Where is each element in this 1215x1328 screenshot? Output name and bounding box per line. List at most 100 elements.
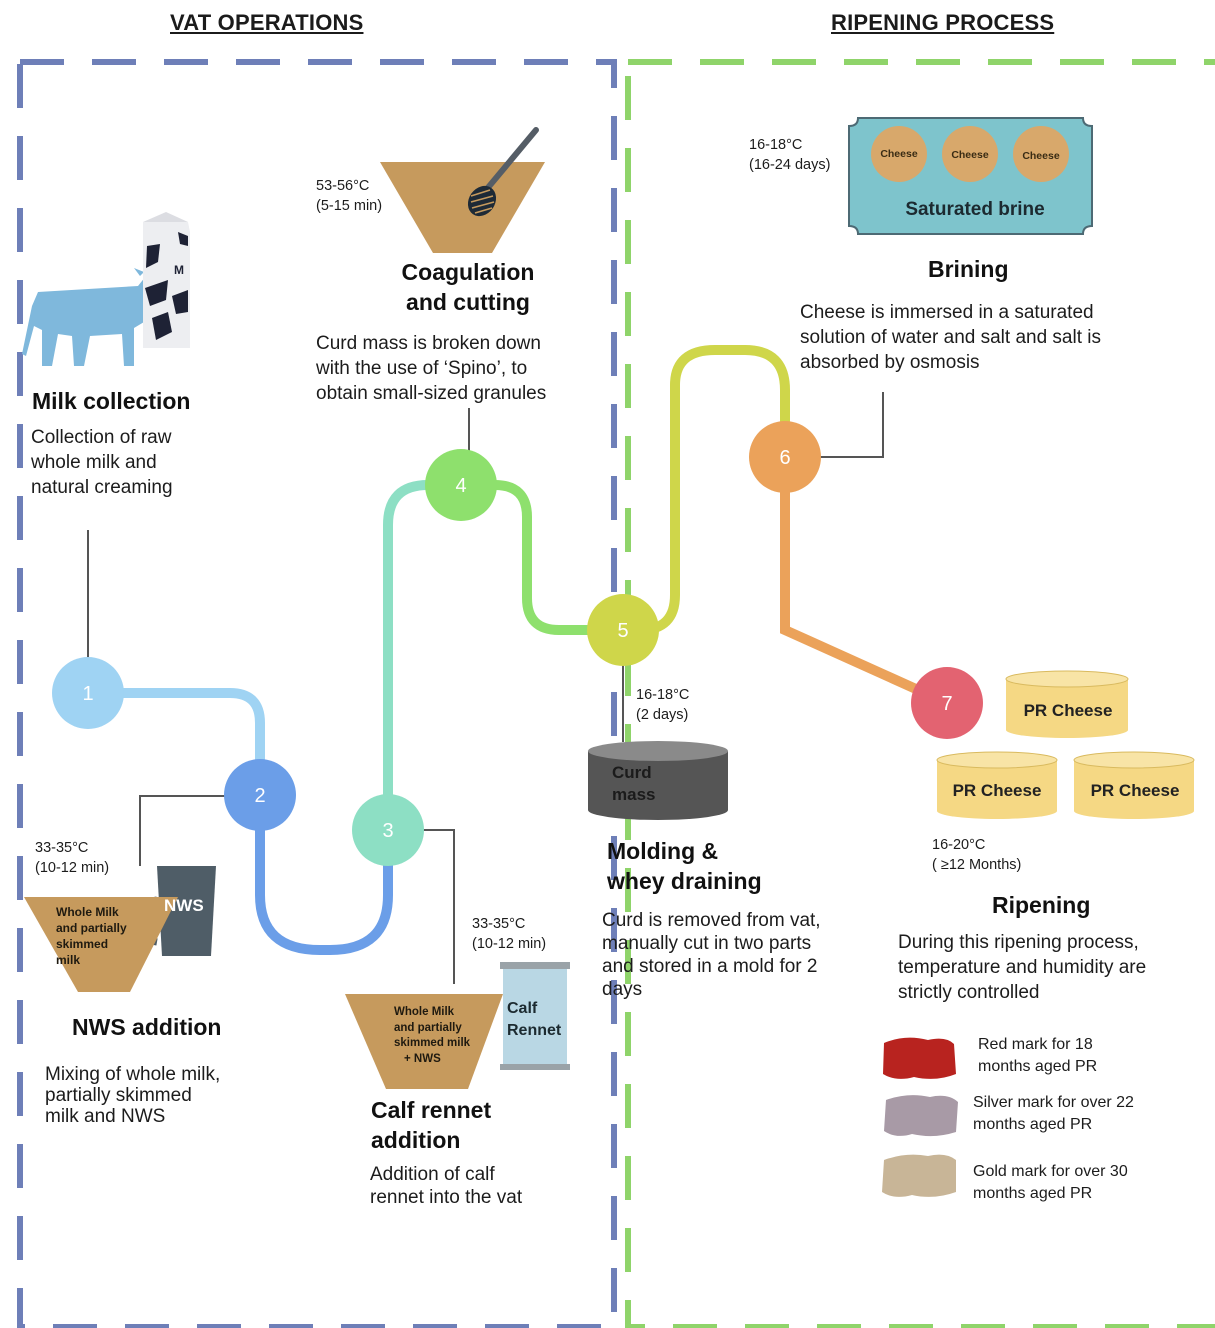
legend-gold-text-line: months aged PR xyxy=(973,1185,1093,1202)
ripening-process-border xyxy=(625,59,1215,1328)
step-3-duration: (10-12 min) xyxy=(472,936,547,952)
legend-red-text: Red mark for 18 months aged PR xyxy=(978,1034,1097,1078)
brine-cheese-3 xyxy=(1013,126,1069,182)
step-4-description: Curd mass is broken down with the use of… xyxy=(316,331,546,406)
step-6-description-line: Cheese is immersed in a saturated xyxy=(800,302,1094,323)
legend-silver-mark xyxy=(884,1095,958,1137)
curd-mass-label-line: Curd xyxy=(612,763,652,782)
step-4-duration: (5-15 min) xyxy=(316,198,383,214)
step-4-temperature: 53-56°C xyxy=(316,178,370,194)
step-4-circle xyxy=(425,449,497,521)
step-7-number: 7 xyxy=(941,693,952,715)
step-4-description-line: with the use of ‘Spino’, to xyxy=(316,358,528,379)
nws-vessel-label: Whole Milk and partially skimmed milk xyxy=(56,904,127,968)
flow-segment-1-2 xyxy=(83,688,265,800)
step-7-circle xyxy=(911,667,983,739)
brine-cheese-2-label: Cheese xyxy=(951,149,989,161)
milk-carton-icon: M xyxy=(143,212,190,348)
step-4-title-line: Coagulation xyxy=(401,259,535,285)
step-7-condition: 16-20°C ( ≥12 Months) xyxy=(932,835,1021,875)
pr-cheese-wheel-top xyxy=(1005,670,1129,738)
step-3-title-line: Calf rennet xyxy=(371,1097,492,1123)
legend-silver-text-line: Silver mark for over 22 xyxy=(973,1094,1134,1111)
brine-cheese-3-label: Cheese xyxy=(1022,150,1060,162)
connector-6 xyxy=(820,392,884,458)
step-6-title: Brining xyxy=(928,256,1009,282)
brine-cheese-2 xyxy=(942,126,998,182)
step-5-duration: (2 days) xyxy=(636,707,689,723)
curd-mass-label-line: mass xyxy=(612,785,656,804)
step-5-description-line: manually cut in two parts xyxy=(602,933,812,954)
step-5-circle xyxy=(587,594,659,666)
nws-vessel-label-line: skimmed xyxy=(56,937,109,951)
nws-vessel-label-line: Whole Milk xyxy=(56,905,119,919)
step-1-number: 1 xyxy=(82,683,93,705)
step-3-description-line: Addition of calf xyxy=(370,1164,495,1185)
flow-segment-2-3 xyxy=(255,790,393,955)
pr-cheese-wheel-left xyxy=(936,751,1058,819)
step-7-duration: ( ≥12 Months) xyxy=(932,857,1022,873)
pr-cheese-wheel-right xyxy=(1073,751,1195,819)
step-5-title-line: whey draining xyxy=(607,868,762,894)
step-7-temperature: 16-20°C xyxy=(932,837,986,853)
step-5-description-line: Curd is removed from vat, xyxy=(602,910,821,931)
step-2-duration: (10-12 min) xyxy=(35,860,110,876)
legend-gold-text-line: Gold mark for over 30 xyxy=(973,1163,1128,1180)
step-5-number: 5 xyxy=(617,620,628,642)
rennet-vessel-label-line: and partially xyxy=(394,1021,462,1034)
step-2-condition: 33-35°C (10-12 min) xyxy=(35,838,109,878)
step-5-title-line: Molding & xyxy=(607,838,719,864)
step-1-title: Milk collection xyxy=(32,388,191,414)
step-2-description-line: Mixing of whole milk, xyxy=(45,1064,221,1085)
step-5-description-line: and stored in a mold for 2 xyxy=(602,956,818,977)
step-6-condition: 16-18°C (16-24 days) xyxy=(749,135,830,175)
flow-segment-4-5 xyxy=(456,480,628,635)
step-7-description: During this ripening process, temperatur… xyxy=(898,930,1146,1005)
step-2-number: 2 xyxy=(254,785,265,807)
step-4-condition: 53-56°C (5-15 min) xyxy=(316,176,382,216)
step-6-number: 6 xyxy=(779,447,790,469)
step-2-title: NWS addition xyxy=(72,1014,222,1040)
brine-cheese-1 xyxy=(871,126,927,182)
step-1-circle xyxy=(52,657,124,729)
rennet-vessel-label-line: skimmed milk xyxy=(394,1037,471,1049)
step-7-description-line: strictly controlled xyxy=(898,982,1040,1003)
nws-mug-label: NWS xyxy=(164,896,204,915)
step-7-description-line: During this ripening process, xyxy=(898,932,1139,953)
step-6-temperature: 16-18°C xyxy=(749,137,803,153)
milk-carton-label: M xyxy=(174,263,184,277)
pr-cheese-label-left: PR Cheese xyxy=(953,781,1042,800)
pr-cheese-wheels: PR Cheese PR Cheese PR Cheese xyxy=(936,670,1195,819)
nws-vessel-icon xyxy=(24,897,178,992)
rennet-vessel-label-line: Whole Milk xyxy=(394,1006,455,1018)
pr-cheese-label-right: PR Cheese xyxy=(1091,781,1180,800)
step-3-temperature: 33-35°C xyxy=(472,916,526,932)
legend-silver-text: Silver mark for over 22 months aged PR xyxy=(973,1092,1134,1136)
rennet-jar-label-line: Calf xyxy=(507,1000,538,1017)
step-2-description-line: partially skimmed xyxy=(45,1085,192,1106)
step-6-description: Cheese is immersed in a saturated soluti… xyxy=(800,300,1101,375)
step-1-description-line: whole milk and xyxy=(31,452,157,473)
connector-3 xyxy=(420,829,455,984)
step-3-title-line: addition xyxy=(371,1127,461,1153)
flow-segment-3-4 xyxy=(383,480,466,835)
step-3-title: Calf rennet addition xyxy=(371,1095,491,1155)
brine-label: Saturated brine xyxy=(905,199,1044,220)
step-4-title: Coagulation and cutting xyxy=(378,257,558,317)
flow-segment-5-6 xyxy=(618,345,790,635)
legend-red-mark xyxy=(883,1037,956,1079)
legend-red-text-line: Red mark for 18 xyxy=(978,1036,1093,1053)
step-2-temperature: 33-35°C xyxy=(35,840,89,856)
step-1-description-line: Collection of raw xyxy=(31,427,172,448)
step-5-condition: 16-18°C (2 days) xyxy=(636,685,689,725)
step-5-temperature: 16-18°C xyxy=(636,687,690,703)
rennet-jar-label: Calf Rennet xyxy=(507,998,561,1042)
legend-red-text-line: months aged PR xyxy=(978,1058,1098,1075)
step-7-title: Ripening xyxy=(992,892,1091,918)
nws-vessel-label-line: and partially xyxy=(56,921,127,935)
step-3-description-line: rennet into the vat xyxy=(370,1187,523,1208)
pr-cheese-label-top: PR Cheese xyxy=(1024,701,1113,720)
brine-cheese-1-label: Cheese xyxy=(880,148,918,160)
curd-mass-label: Curd mass xyxy=(612,762,655,806)
step-2-description-line: milk and NWS xyxy=(45,1106,166,1127)
